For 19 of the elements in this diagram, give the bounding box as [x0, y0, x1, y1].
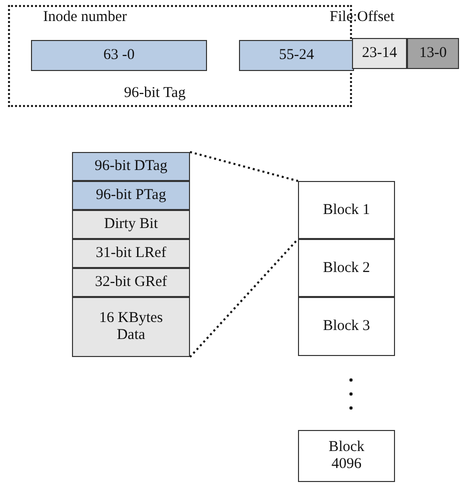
field-box: 32-bit GRef — [72, 268, 190, 297]
region-label: 96-bit Tag — [124, 85, 186, 102]
field-box: 23-14 — [352, 38, 407, 69]
field-box: 96-bit PTag — [72, 181, 190, 210]
field-heading: File:Offset — [328, 9, 396, 26]
field-box: 55-24 — [239, 40, 354, 71]
field-box: 63 -0 — [31, 40, 207, 71]
block-box: Block 1 — [298, 181, 395, 239]
block-box: Block 4096 — [298, 430, 395, 482]
field-box: Dirty Bit — [72, 210, 190, 239]
dotted-connector — [189, 238, 299, 358]
field-box: 16 KBytes Data — [72, 297, 190, 357]
field-box: 31-bit LRef — [72, 239, 190, 268]
block-box: Block 2 — [298, 239, 395, 297]
field-heading: Inode number — [42, 9, 128, 26]
dotted-connector — [190, 151, 298, 182]
field-box: 13-0 — [407, 38, 459, 69]
block-box: Block 3 — [298, 297, 395, 356]
field-box: 96-bit DTag — [72, 152, 190, 181]
